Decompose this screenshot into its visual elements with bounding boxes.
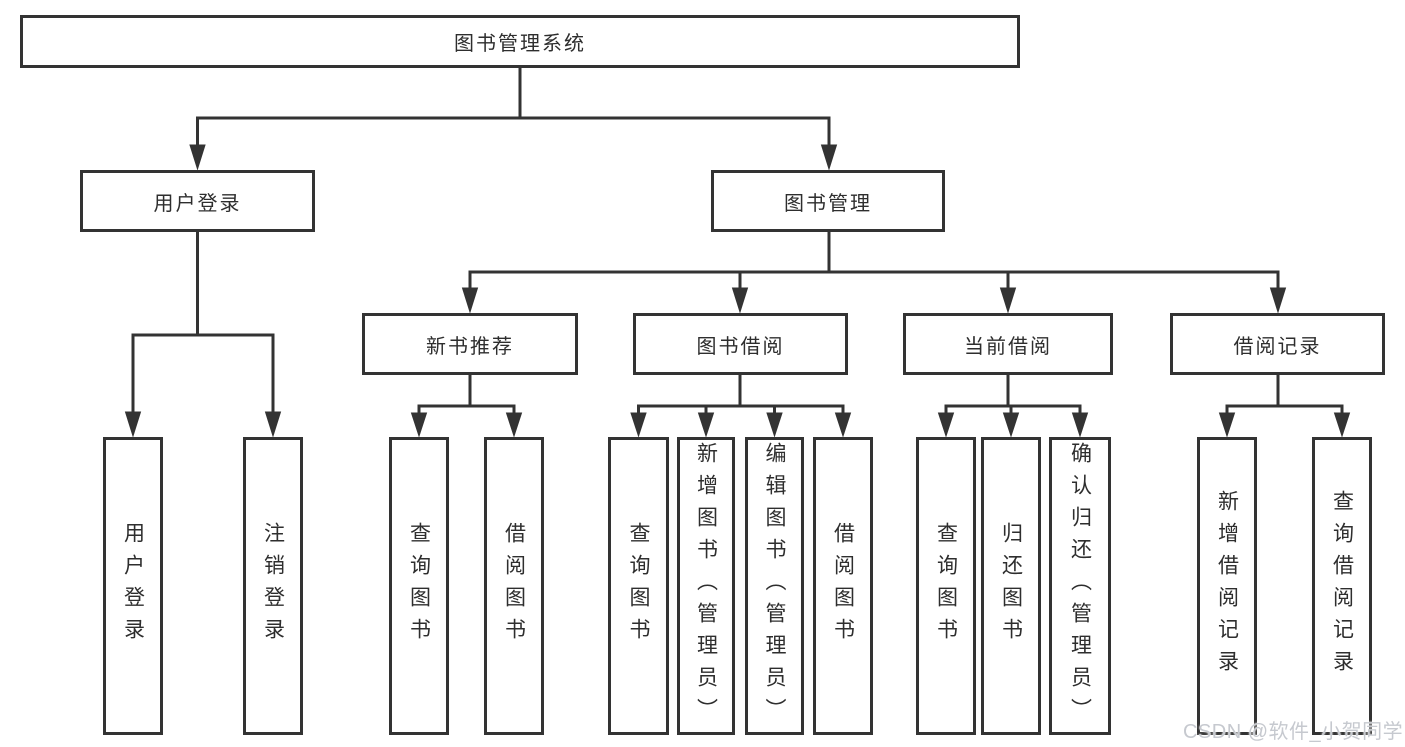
node-user-login-label: 用户登录 bbox=[153, 192, 242, 215]
csdn-watermark: CSDN @软件_小贺同学 bbox=[1183, 721, 1404, 743]
leaf-add-book-admin-label: 新增图书（管理员） bbox=[694, 442, 718, 730]
leaf-query-borrow-record: 查询借阅记录 bbox=[1312, 437, 1372, 735]
leaf-query-books-recommend-label: 查询图书 bbox=[407, 522, 431, 650]
node-current-borrow: 当前借阅 bbox=[903, 313, 1113, 375]
leaf-user-login: 用户登录 bbox=[103, 437, 163, 735]
leaf-query-borrow-record-label: 查询借阅记录 bbox=[1330, 490, 1354, 682]
node-book-management: 图书管理 bbox=[711, 170, 945, 232]
leaf-add-borrow-record-label: 新增借阅记录 bbox=[1215, 490, 1239, 682]
node-borrow-records-label: 借阅记录 bbox=[1233, 335, 1322, 358]
leaf-return-book-label: 归还图书 bbox=[999, 522, 1023, 650]
node-book-borrow-label: 图书借阅 bbox=[696, 335, 785, 358]
leaf-query-books-current-label: 查询图书 bbox=[934, 522, 958, 650]
leaf-query-books-borrow: 查询图书 bbox=[608, 437, 669, 735]
leaf-logout: 注销登录 bbox=[243, 437, 303, 735]
leaf-borrow-books-recommend-label: 借阅图书 bbox=[502, 522, 526, 650]
leaf-add-borrow-record: 新增借阅记录 bbox=[1197, 437, 1257, 735]
node-book-management-label: 图书管理 bbox=[784, 192, 872, 215]
node-current-borrow-label: 当前借阅 bbox=[964, 335, 1052, 358]
leaf-query-books-current: 查询图书 bbox=[916, 437, 976, 735]
leaf-query-books-borrow-label: 查询图书 bbox=[627, 522, 650, 650]
leaf-query-books-recommend: 查询图书 bbox=[389, 437, 449, 735]
leaf-confirm-return-admin: 确认归还（管理员） bbox=[1049, 437, 1111, 735]
leaf-borrow-books-recommend: 借阅图书 bbox=[484, 437, 544, 735]
node-root-system: 图书管理系统 bbox=[20, 15, 1020, 68]
leaf-return-book: 归还图书 bbox=[981, 437, 1041, 735]
leaf-edit-book-admin-label: 编辑图书（管理员） bbox=[763, 442, 786, 730]
leaf-logout-label: 注销登录 bbox=[261, 522, 285, 650]
leaf-confirm-return-admin-label: 确认归还（管理员） bbox=[1068, 442, 1092, 730]
leaf-borrow-books: 借阅图书 bbox=[813, 437, 873, 735]
node-root-label: 图书管理系统 bbox=[454, 33, 586, 55]
node-user-login: 用户登录 bbox=[80, 170, 315, 232]
leaf-edit-book-admin: 编辑图书（管理员） bbox=[745, 437, 804, 735]
leaf-user-login-label: 用户登录 bbox=[121, 522, 145, 650]
leaf-add-book-admin: 新增图书（管理员） bbox=[677, 437, 735, 735]
node-borrow-records: 借阅记录 bbox=[1170, 313, 1385, 375]
node-new-book-recommend: 新书推荐 bbox=[362, 313, 578, 375]
node-book-borrow: 图书借阅 bbox=[633, 313, 848, 375]
leaf-borrow-books-label: 借阅图书 bbox=[831, 522, 855, 650]
node-new-book-recommend-label: 新书推荐 bbox=[426, 335, 514, 358]
